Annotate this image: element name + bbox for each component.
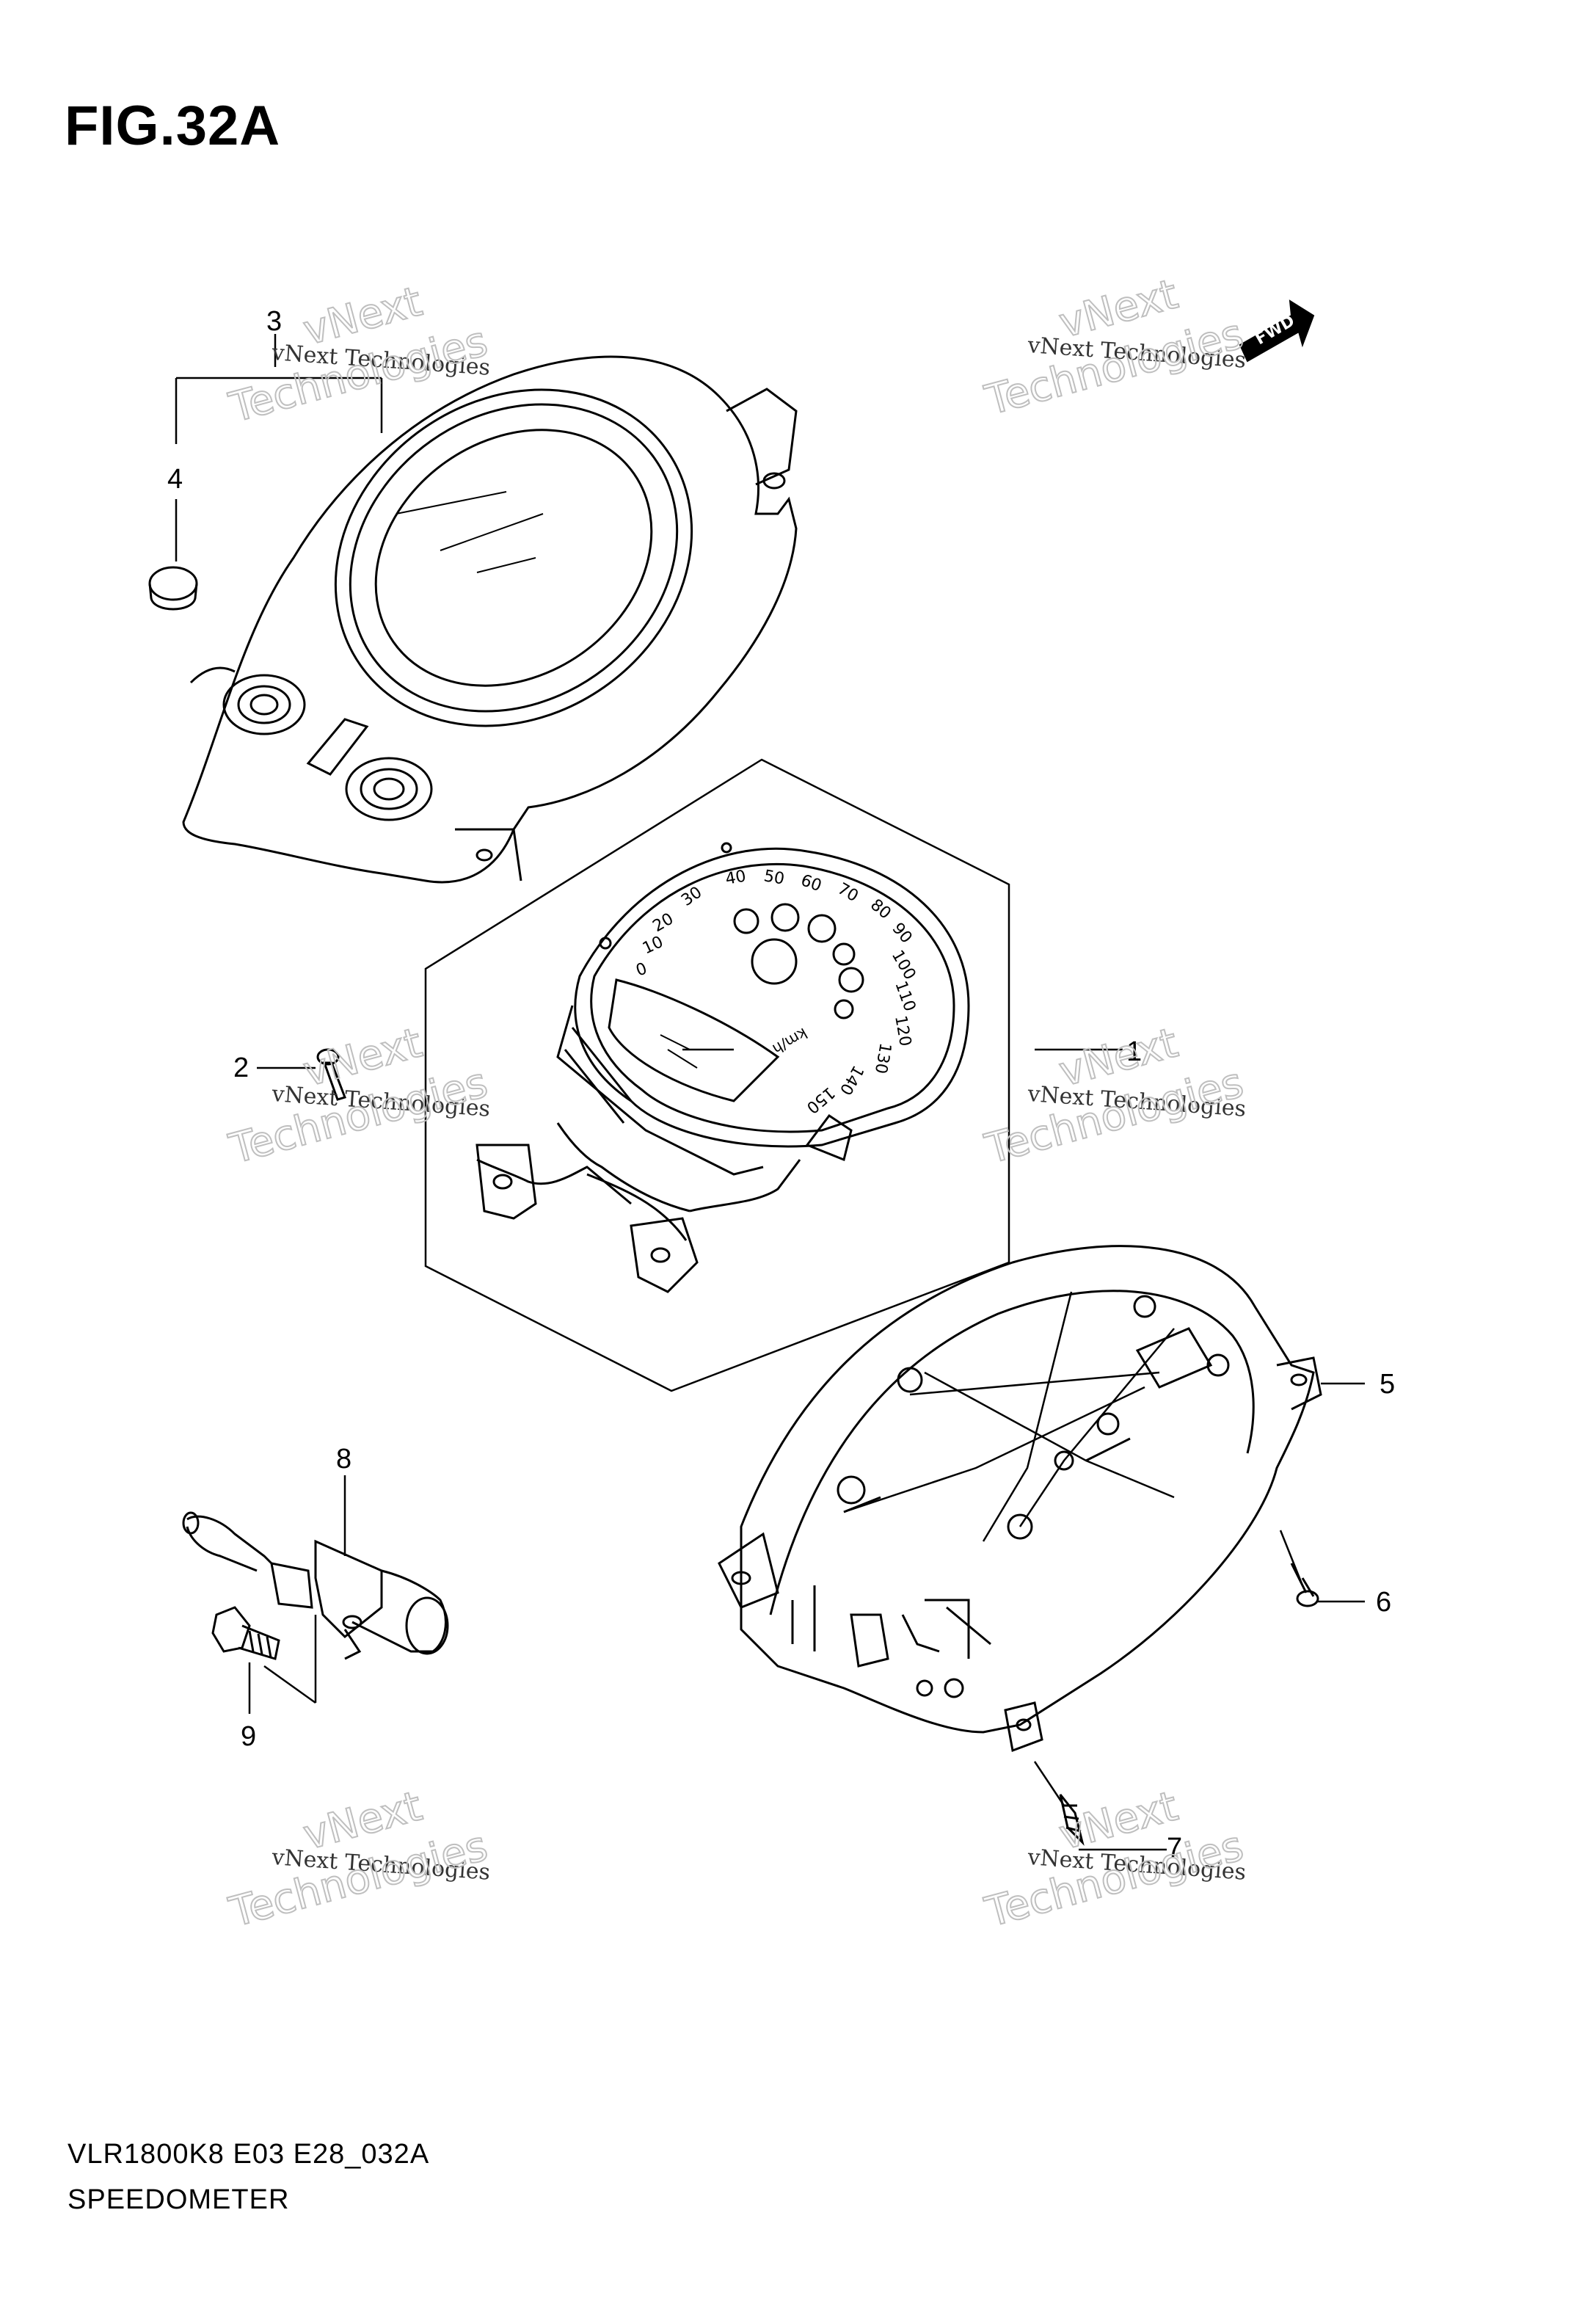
- callout-9: 9: [241, 1721, 256, 1752]
- callout-1: 1: [1126, 1036, 1142, 1067]
- fwd-arrow-icon: FWD: [1239, 299, 1315, 363]
- watermark-bottom-left: vNext vNext Technologies Technologies: [224, 1781, 493, 1937]
- callout-numbers: 1 2 3 4 5 6 7 8 9: [167, 306, 1395, 1864]
- callout-6: 6: [1376, 1587, 1391, 1618]
- dial-number-130: 130: [871, 1042, 894, 1075]
- watermark-mid-right: vNext vNext Technologies Technologies: [980, 1018, 1249, 1174]
- speed-sensor-part-8: [182, 1511, 449, 1660]
- dial-number-50: 50: [762, 867, 786, 888]
- watermark-mid-left: vNext vNext Technologies Technologies: [224, 1018, 493, 1174]
- dial-number-100: 100: [888, 948, 919, 984]
- speedometer-bracket-part-5: [718, 1245, 1322, 1753]
- leader-lines: [175, 334, 1365, 1851]
- dial-number-90: 90: [888, 920, 915, 948]
- dial-number-70: 70: [834, 880, 861, 906]
- screw-part-2: [316, 1048, 346, 1101]
- dial-number-0: 0: [634, 959, 650, 980]
- screw-part-7: [1059, 1794, 1085, 1846]
- grommet-part-4: [148, 566, 198, 611]
- speedometer-dial-numbers: 0 10 20 30 40 50 60 70 80 90 100 110 120…: [634, 867, 919, 1116]
- callout-5: 5: [1380, 1369, 1395, 1400]
- diagram-code: VLR1800K8 E03 E28_032A: [68, 2139, 430, 2170]
- watermark-top-right: vNext vNext Technologies Technologies: [980, 269, 1249, 425]
- callout-8: 8: [336, 1444, 351, 1475]
- watermark-top-left: vNext vNext Technologies Technologies: [224, 277, 493, 432]
- speedometer-case-part-3: [182, 355, 798, 884]
- dial-number-150: 150: [803, 1083, 838, 1116]
- bolt-part-9: [211, 1606, 280, 1660]
- dial-number-20: 20: [650, 910, 677, 937]
- dial-number-140: 140: [836, 1062, 867, 1098]
- dial-number-40: 40: [724, 867, 748, 888]
- callout-7: 7: [1167, 1833, 1182, 1864]
- dial-number-60: 60: [798, 871, 824, 895]
- diagram-name: SPEEDOMETER: [68, 2184, 290, 2215]
- callout-4: 4: [167, 464, 183, 495]
- dial-unit: km/h: [770, 1025, 811, 1058]
- callout-3: 3: [266, 306, 282, 337]
- dial-number-80: 80: [867, 895, 894, 923]
- figure-title: FIG.32A: [65, 95, 281, 157]
- dial-number-120: 120: [891, 1014, 914, 1048]
- dial-number-10: 10: [640, 933, 666, 958]
- dial-number-110: 110: [891, 979, 919, 1014]
- speedometer-assembly-part-1: [424, 758, 1010, 1392]
- callout-2: 2: [233, 1053, 249, 1083]
- watermark-bottom-right: vNext vNext Technologies Technologies: [980, 1781, 1249, 1937]
